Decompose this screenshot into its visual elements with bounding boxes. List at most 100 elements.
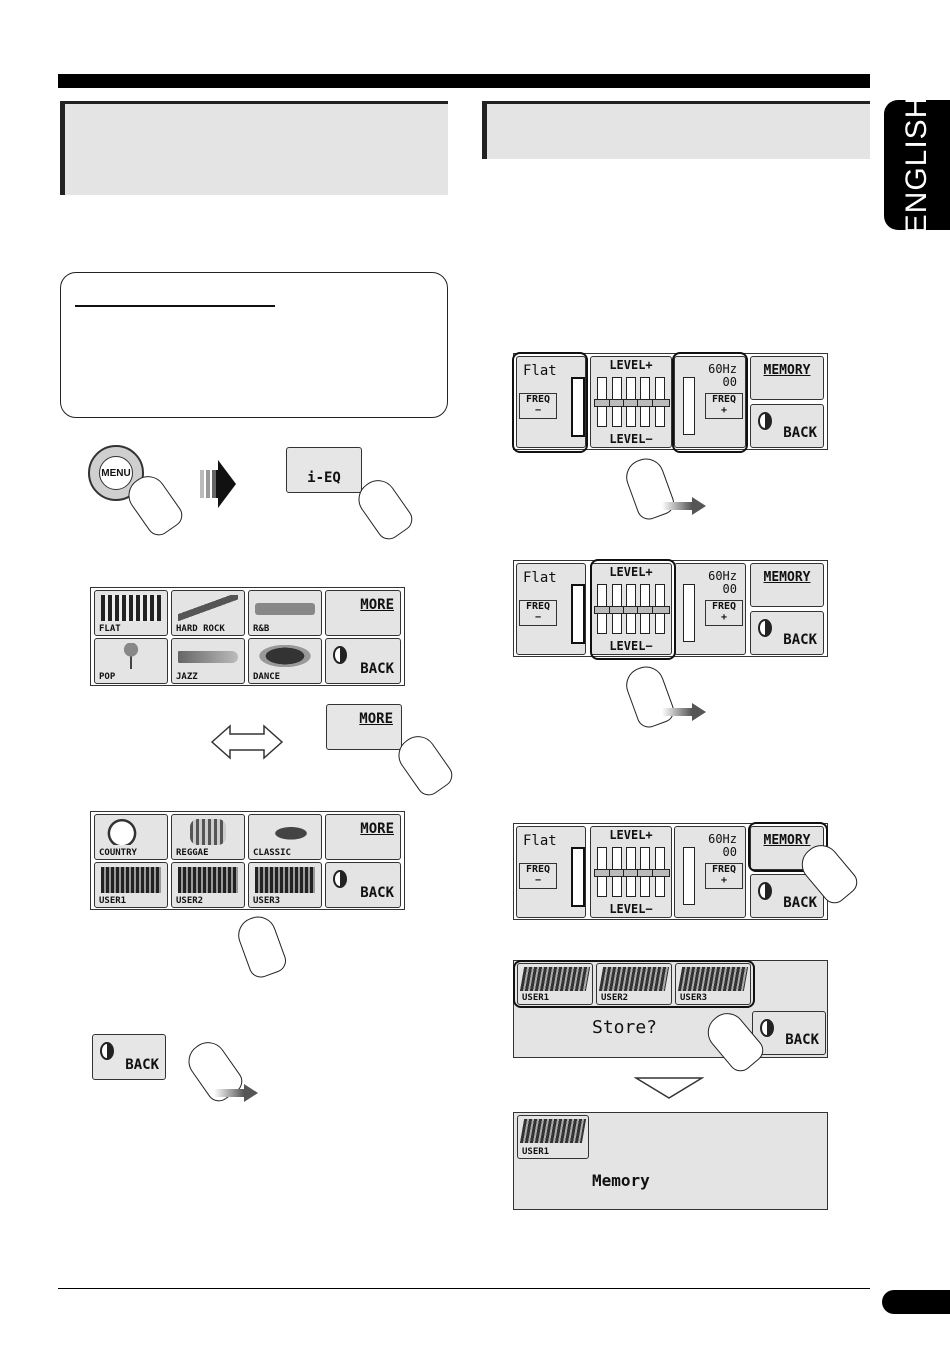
store-user1[interactable]: USER1 [517,963,593,1005]
band-slider[interactable] [683,584,695,642]
preset-user2[interactable]: USER2 [171,862,245,908]
preset-panel: Flat FREQ − [516,563,586,655]
more-button-label: MORE [359,711,393,727]
page-number-tab [882,1290,950,1314]
freq-plus-button[interactable]: FREQ + [705,600,743,626]
level-plus-button[interactable]: LEVEL+ [609,358,653,372]
freq-value: 60Hz [708,832,737,846]
selected-band-slider[interactable] [571,377,585,437]
freq-minus-label: FREQ − [525,864,551,886]
band-sliders [594,847,670,897]
freq-plus-label: FREQ + [711,394,737,416]
user-label: USER1 [522,1147,550,1157]
preset-flat[interactable]: FLAT [94,590,168,636]
freq-minus-button[interactable]: FREQ − [519,863,557,889]
selected-band-slider[interactable] [571,584,585,644]
top-rule [58,74,870,88]
highlight-freq-plus [672,352,748,453]
band-slider[interactable] [651,584,670,634]
level-panel: LEVEL+ LEVEL− [590,826,672,918]
freq-plus-button[interactable]: FREQ + [705,393,743,419]
level-panel: LEVEL+ LEVEL− [590,563,672,655]
more-button-standalone[interactable]: MORE [326,704,402,750]
band-slider[interactable] [594,847,613,897]
level-value: 00 [722,375,737,389]
band-slider[interactable] [622,847,641,897]
back-label: BACK [783,895,817,911]
back-label: BACK [360,885,394,901]
freq-minus-button[interactable]: FREQ − [519,393,557,419]
preset-hard-rock[interactable]: HARD ROCK [171,590,245,636]
preset-classic[interactable]: CLASSIC [248,814,322,860]
knob-icon [758,882,772,900]
preset-reggae[interactable]: REGGAE [171,814,245,860]
memory-button[interactable]: MEMORY [750,563,824,607]
level-plus-button[interactable]: LEVEL+ [609,565,653,579]
selected-band-slider[interactable] [571,847,585,907]
preset-user3[interactable]: USER3 [248,862,322,908]
menu-button[interactable]: MENU [88,445,144,501]
band-slider[interactable] [651,377,670,427]
back-button[interactable]: BACK [750,611,824,655]
back-button[interactable]: BACK [752,1011,826,1055]
store-user3[interactable]: USER3 [675,963,751,1005]
turntable-icon [255,643,315,669]
band-slider[interactable] [594,377,613,427]
band-slider[interactable] [651,847,670,897]
level-minus-button[interactable]: LEVEL− [609,902,653,916]
preset-country[interactable]: COUNTRY [94,814,168,860]
band-slider[interactable] [622,377,641,427]
level-minus-button[interactable]: LEVEL− [609,639,653,653]
note-box [60,272,448,418]
user-label: USER3 [680,993,708,1003]
freq-minus-label: FREQ − [525,394,551,416]
banjo-icon [101,819,161,845]
freq-minus-button[interactable]: FREQ − [519,600,557,626]
knob-icon [100,1042,114,1060]
finger-pointer-icon [621,453,678,523]
more-button[interactable]: MORE [325,590,401,636]
preset-user1[interactable]: USER1 [94,862,168,908]
band-slider[interactable] [683,847,695,905]
memory-screen: USER1 Memory [513,1112,828,1210]
finger-pointer-icon [233,911,290,981]
freq-plus-button[interactable]: FREQ + [705,863,743,889]
harmonica-icon [255,603,315,615]
preset-pop[interactable]: POP [94,638,168,684]
microphone-icon [119,643,143,669]
guitar-icon [178,595,238,621]
back-button[interactable]: BACK [325,638,401,684]
band-slider[interactable] [608,377,627,427]
preset-label: USER1 [99,896,127,906]
band-slider[interactable] [594,584,613,634]
preset-jazz[interactable]: JAZZ [171,638,245,684]
band-slider[interactable] [608,847,627,897]
back-button[interactable]: BACK [325,862,401,908]
band-slider[interactable] [637,377,656,427]
memory-label: MEMORY [763,570,811,585]
back-button[interactable]: BACK [750,404,824,448]
language-tab-label: ENGLISH [900,95,933,235]
arrow-down-icon [634,1077,704,1099]
store-user2[interactable]: USER2 [596,963,672,1005]
right-section-header [482,101,870,159]
band-sliders [594,377,670,427]
level-minus-button[interactable]: LEVEL− [609,432,653,446]
back-button-label: BACK [125,1057,159,1073]
level-plus-button[interactable]: LEVEL+ [609,828,653,842]
memory-button[interactable]: MEMORY [750,356,824,400]
keyboard-icon [101,595,161,621]
user-label: USER1 [522,993,550,1003]
preset-panel: Flat FREQ − [516,826,586,918]
back-button-standalone[interactable]: BACK [92,1034,166,1080]
preset-panel: Flat FREQ − [516,356,586,448]
preset-dance[interactable]: DANCE [248,638,322,684]
band-slider[interactable] [637,847,656,897]
more-button[interactable]: MORE [325,814,401,860]
preset-rnb[interactable]: R&B [248,590,322,636]
ieq-button[interactable]: i-EQ [286,447,362,493]
band-slider[interactable] [683,377,695,435]
